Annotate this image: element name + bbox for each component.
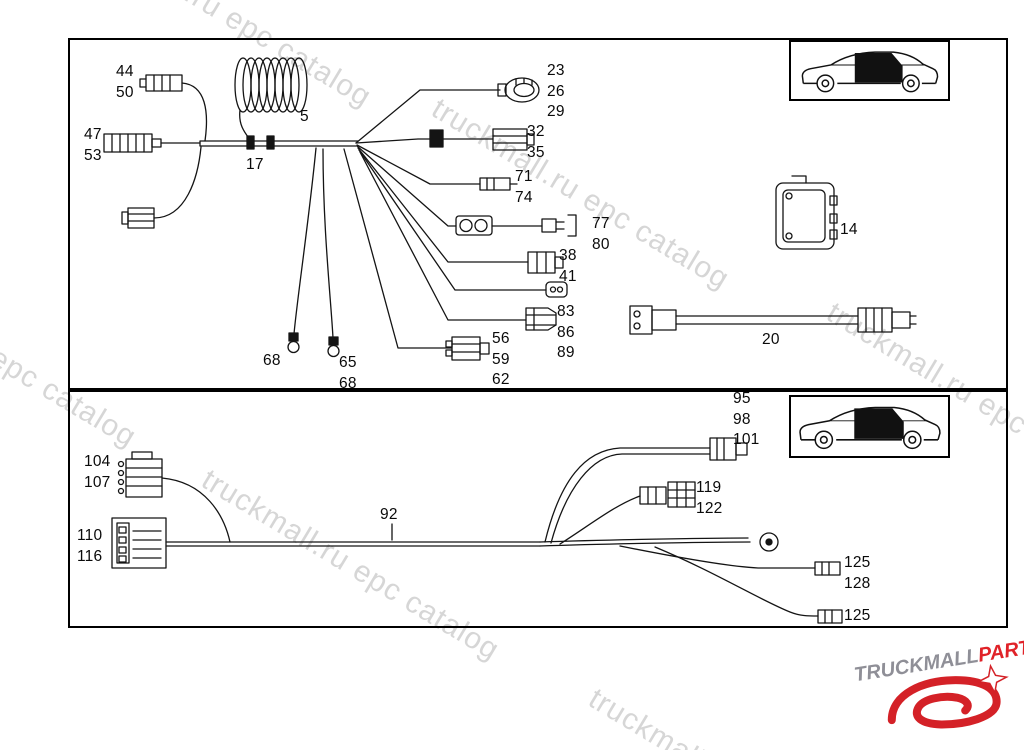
part-label-5: 5 bbox=[300, 108, 309, 125]
part-label-65-68: 65 68 bbox=[339, 354, 357, 392]
inline-clip bbox=[429, 129, 444, 148]
part-label-83-86-89: 83 86 89 bbox=[557, 303, 575, 362]
round-connector bbox=[759, 532, 779, 552]
car-icon bbox=[791, 42, 948, 99]
connector-32-35 bbox=[492, 128, 535, 151]
connector-71-74 bbox=[479, 177, 518, 191]
car-icon bbox=[791, 397, 948, 456]
bottom-diagram-panel bbox=[68, 390, 1008, 628]
car-location-box-bottom bbox=[789, 395, 950, 458]
connector-77-80 bbox=[455, 214, 577, 237]
grommet-boot-5 bbox=[234, 57, 308, 142]
top-harness bbox=[103, 57, 917, 361]
part-label-77-80: 77 80 bbox=[592, 215, 610, 253]
connector-56-59-62 bbox=[445, 336, 490, 361]
part-label-17: 17 bbox=[246, 156, 264, 173]
part-label-23-26-29: 23 26 29 bbox=[547, 62, 565, 121]
part-label-95-98-101: 95 98 101 bbox=[733, 390, 760, 449]
connector-small-left bbox=[121, 146, 202, 229]
connector-44-50 bbox=[139, 74, 208, 142]
part-label-110-116: 110 116 bbox=[77, 527, 103, 565]
part-label-125: 125 bbox=[844, 607, 871, 624]
connector-95-98-101 bbox=[709, 437, 748, 461]
connector-125 bbox=[817, 609, 843, 624]
connector-23-26-29 bbox=[497, 77, 540, 103]
car-location-box-top bbox=[789, 40, 950, 101]
connector-110-116 bbox=[111, 517, 167, 569]
connector-125-128 bbox=[814, 561, 841, 576]
part-label-68: 68 bbox=[263, 352, 281, 369]
part-label-92: 92 bbox=[380, 506, 398, 523]
part-label-47-53: 47 53 bbox=[84, 126, 102, 164]
ring-terminal-68 bbox=[287, 332, 300, 354]
connector-104-107 bbox=[117, 451, 231, 543]
harness-trunk bbox=[199, 140, 359, 147]
connector-38-41 bbox=[527, 251, 564, 274]
connector-83-86-89 bbox=[525, 307, 557, 331]
part-label-56-59-62: 56 59 62 bbox=[492, 330, 510, 389]
truckmall-logo: TRUCKMALLPARTS bbox=[853, 635, 1024, 746]
cable-clamps-17 bbox=[246, 135, 275, 150]
part-label-20: 20 bbox=[762, 331, 780, 348]
part-label-119-122: 119 122 bbox=[696, 479, 723, 517]
harness-trunk-bottom bbox=[165, 541, 541, 547]
bottom-harness bbox=[111, 437, 843, 624]
part-label-38-41: 38 41 bbox=[559, 247, 577, 285]
connector-119-122 bbox=[639, 481, 696, 508]
connector-47-53 bbox=[103, 133, 201, 153]
logo-sparkle-icon bbox=[976, 663, 1009, 695]
part-label-14: 14 bbox=[840, 221, 858, 238]
connector-small-mid bbox=[545, 281, 568, 298]
cable-20 bbox=[629, 305, 917, 335]
control-module-14 bbox=[775, 175, 838, 250]
branch-wires bbox=[293, 89, 547, 349]
part-label-71-74: 71 74 bbox=[515, 168, 533, 206]
part-label-44-50: 44 50 bbox=[116, 63, 134, 101]
ring-terminal-65-68 bbox=[327, 336, 340, 358]
logo-swirl-graphic bbox=[887, 663, 1009, 729]
part-label-32-35: 32 35 bbox=[527, 123, 545, 161]
part-label-125-128: 125 128 bbox=[844, 554, 871, 592]
top-diagram-panel bbox=[68, 38, 1008, 390]
part-label-104-107: 104 107 bbox=[84, 453, 111, 491]
